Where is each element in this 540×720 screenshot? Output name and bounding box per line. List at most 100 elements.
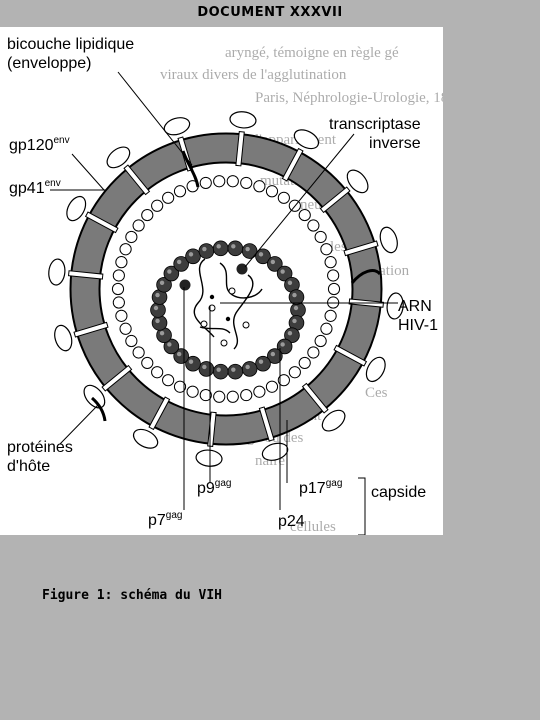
p24-highlight bbox=[292, 292, 297, 298]
gp120-knob bbox=[83, 384, 106, 409]
reverse-transcriptase bbox=[236, 263, 248, 275]
p24-highlight bbox=[280, 269, 285, 274]
p17-matrix-protein bbox=[186, 385, 199, 398]
p24-capsid-protein bbox=[212, 363, 229, 380]
background-text-line: cellules bbox=[290, 519, 336, 535]
leader-host bbox=[59, 404, 99, 445]
p17-matrix-protein bbox=[253, 385, 266, 398]
p24-highlight bbox=[176, 259, 182, 265]
p24-capsid-protein bbox=[185, 355, 201, 372]
p17-matrix-protein bbox=[162, 191, 175, 204]
gp41-stem bbox=[84, 211, 119, 234]
p24-highlight bbox=[155, 292, 160, 298]
p17-matrix-protein bbox=[119, 243, 132, 256]
label-gp41: gp41env bbox=[9, 179, 61, 198]
background-text-line: aryngé, témoigne en règle gé bbox=[225, 45, 399, 61]
label-reverse-transcriptase: transcriptase inverse bbox=[329, 115, 421, 153]
gp41-stem bbox=[343, 240, 379, 257]
gp120-knob bbox=[365, 356, 386, 383]
p17-matrix-ring bbox=[111, 175, 341, 403]
p24-highlight bbox=[202, 246, 207, 252]
p24-highlight bbox=[202, 364, 207, 370]
p17-matrix-protein bbox=[115, 309, 128, 322]
p7-nucleocapsid-dot bbox=[228, 287, 236, 295]
label-bilayer: bicouche lipidique (enveloppe) bbox=[7, 35, 134, 73]
gp120-knob bbox=[386, 292, 404, 320]
figure-panel: aryngé, témoigne en règle gé viraux dive… bbox=[0, 27, 443, 535]
p24-capsid-protein bbox=[198, 243, 215, 259]
reverse-transcriptase bbox=[179, 279, 191, 291]
p17-matrix-protein bbox=[277, 191, 290, 204]
p24-highlight bbox=[287, 331, 293, 336]
label-arn-line1: ARN bbox=[398, 298, 432, 315]
p17-matrix-protein bbox=[320, 322, 333, 335]
label-p7: p7gag bbox=[148, 511, 182, 530]
gp120-knob bbox=[346, 169, 369, 194]
gp41-stem bbox=[67, 270, 104, 280]
label-host-line2: d'hôte bbox=[7, 458, 51, 475]
rna-strand bbox=[233, 274, 254, 350]
p17-matrix-protein bbox=[119, 322, 132, 335]
p17-matrix-protein bbox=[265, 380, 279, 393]
label-p17: p17gag bbox=[299, 479, 342, 498]
gp120-knob bbox=[66, 195, 87, 222]
p24-highlight bbox=[167, 269, 172, 274]
p17-matrix-protein bbox=[173, 380, 187, 393]
gp41-stem bbox=[301, 382, 329, 414]
p24-capsid-protein bbox=[156, 276, 172, 293]
p17-matrix-protein bbox=[151, 199, 164, 212]
background-text-line: les bbox=[330, 239, 347, 255]
label-gp120-text: gp120 bbox=[9, 137, 54, 154]
label-p17-text: p17 bbox=[299, 480, 326, 497]
p24-capsid-protein bbox=[290, 302, 306, 318]
p17-matrix-protein bbox=[199, 176, 212, 190]
label-p9-sup: gag bbox=[214, 478, 232, 489]
gp41-stem bbox=[319, 186, 351, 214]
p24-highlight bbox=[231, 244, 236, 249]
p17-matrix-protein bbox=[199, 388, 212, 402]
label-bilayer-line1: bicouche lipidique bbox=[7, 36, 135, 53]
p24-highlight bbox=[287, 280, 293, 285]
p17-matrix-protein bbox=[324, 309, 337, 322]
p24-capsid-protein bbox=[276, 265, 293, 282]
gp41-stem bbox=[235, 130, 245, 167]
label-p7-sup: gag bbox=[165, 510, 183, 521]
p24-highlight bbox=[258, 252, 264, 257]
label-p9-text: p9 bbox=[197, 480, 215, 497]
p17-matrix-protein bbox=[240, 388, 253, 402]
document-title: DOCUMENT XXXVII bbox=[197, 5, 343, 20]
p24-highlight bbox=[293, 305, 299, 311]
lipid-envelope-fill bbox=[71, 134, 381, 444]
p24-capsid-protein bbox=[163, 338, 180, 355]
p24-highlight bbox=[216, 244, 221, 249]
p24-capsid-protein bbox=[288, 289, 305, 305]
host-protein bbox=[181, 150, 200, 188]
p17-matrix-protein bbox=[112, 296, 125, 309]
gp41-stem bbox=[73, 321, 109, 338]
gp120-knob bbox=[106, 146, 131, 169]
p17-matrix-protein bbox=[253, 180, 266, 193]
p24-capsid-protein bbox=[150, 302, 166, 318]
p24-highlight bbox=[159, 331, 165, 336]
host-protein bbox=[350, 269, 382, 284]
p24-capsid-protein bbox=[267, 256, 283, 272]
p17-matrix-protein bbox=[314, 230, 327, 244]
leader-gp120 bbox=[71, 153, 105, 191]
p7-nucleocapsid-dot bbox=[220, 339, 228, 347]
p24-capsid-protein bbox=[173, 348, 189, 364]
background-text-line: Ces bbox=[365, 385, 388, 401]
p24-capsid-protein bbox=[276, 338, 293, 355]
label-gp41-sup: env bbox=[44, 178, 61, 189]
p17-matrix-protein bbox=[213, 390, 226, 403]
label-host-line1: protéines bbox=[7, 439, 73, 456]
p17-matrix-protein bbox=[240, 176, 253, 190]
gp120-knob bbox=[261, 442, 289, 461]
gp41-stem bbox=[258, 406, 275, 442]
gp120-knob bbox=[48, 258, 66, 286]
p24-highlight bbox=[155, 318, 160, 324]
p17-matrix-protein bbox=[277, 374, 290, 387]
p17-matrix-protein bbox=[125, 334, 138, 348]
p24-highlight bbox=[270, 351, 276, 357]
leader-lines bbox=[50, 71, 398, 535]
label-capsid: capside bbox=[371, 484, 427, 501]
